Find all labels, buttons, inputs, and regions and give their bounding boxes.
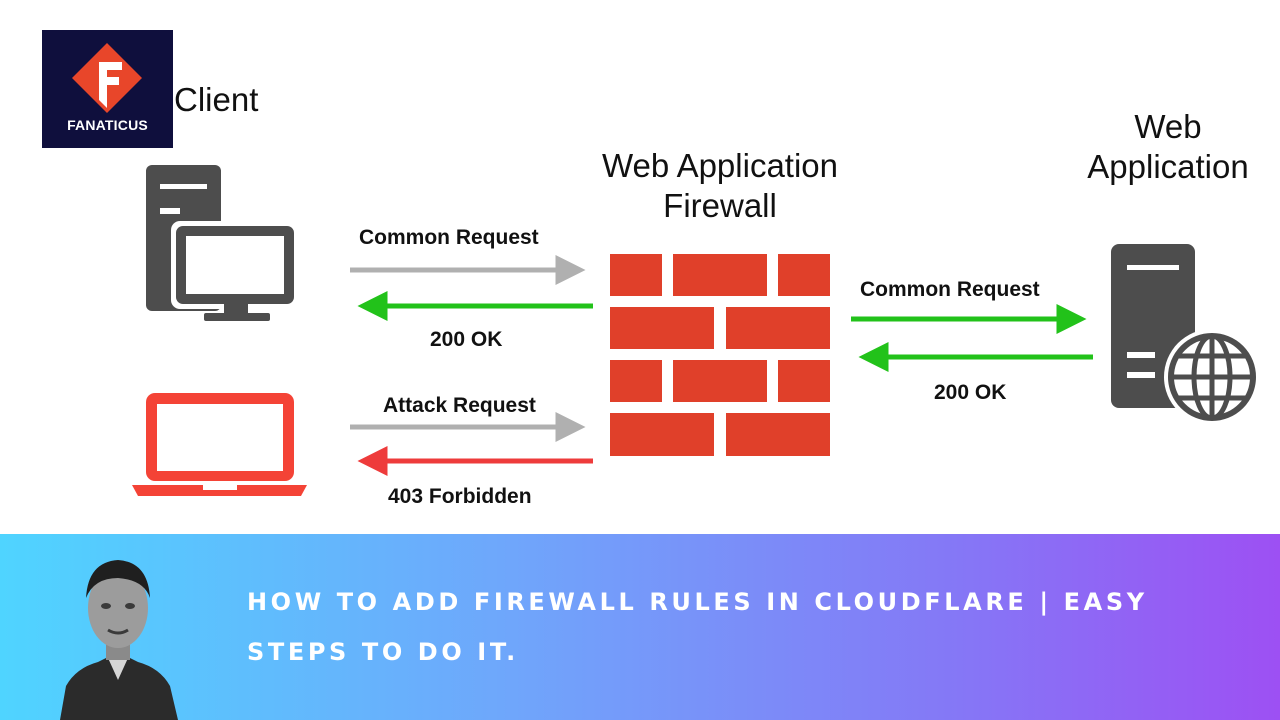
laptop-icon: [132, 393, 307, 496]
forbidden-label: 403 Forbidden: [388, 485, 532, 508]
logo-mark-icon: [72, 43, 142, 113]
ok-label-left: 200 OK: [430, 328, 503, 351]
waf-label: Web Application Firewall: [601, 147, 839, 224]
client-label: Client: [174, 81, 259, 118]
logo-text: FANATICUS: [67, 117, 148, 133]
attack-request-label: Attack Request: [383, 394, 536, 417]
web-server-globe-icon: [1111, 244, 1260, 425]
common-request-label-left: Common Request: [359, 226, 539, 249]
desktop-computer-icon: [146, 165, 299, 321]
waf-diagram: FANATICUS Client Web Application Firewal…: [42, 30, 1260, 508]
ok-label-right: 200 OK: [934, 381, 1007, 404]
title-banner: HOW TO ADD FIREWALL RULES IN CLOUDFLARE …: [0, 534, 1280, 720]
firewall-wall-icon: [610, 254, 830, 456]
video-title: HOW TO ADD FIREWALL RULES IN CLOUDFLARE …: [247, 588, 1148, 666]
presenter-portrait: [60, 560, 178, 720]
common-request-label-right: Common Request: [860, 278, 1040, 301]
web-application-label: Web Application: [1087, 108, 1249, 185]
fanaticus-logo: FANATICUS: [42, 30, 173, 148]
